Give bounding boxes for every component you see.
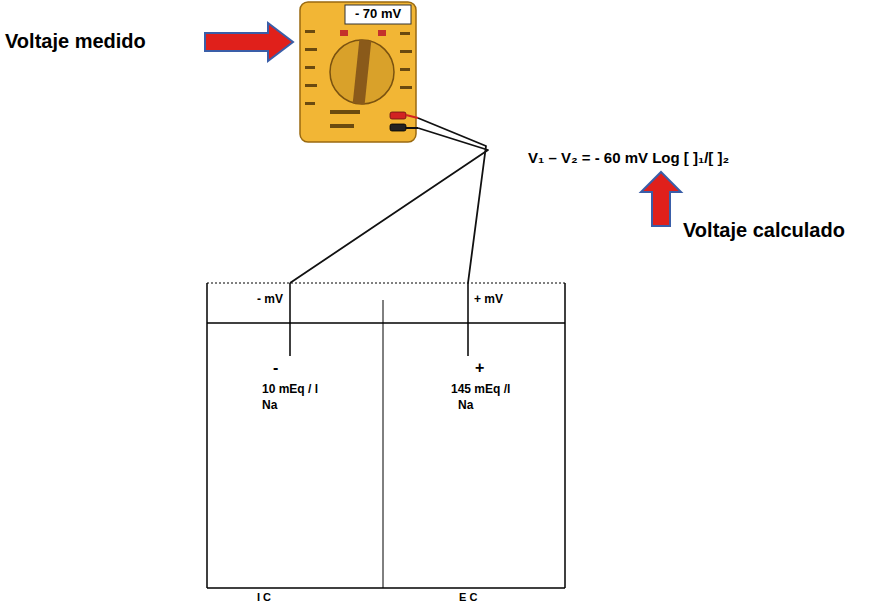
ion-name: Na <box>262 399 277 412</box>
electrode <box>467 283 469 356</box>
electrode <box>289 283 291 356</box>
charge-sign: - <box>273 359 278 377</box>
probe-wire <box>418 118 486 283</box>
ion-name: Na <box>458 399 473 412</box>
multimeter: - 70 mV <box>300 2 418 142</box>
display-reading: - 70 mV <box>345 7 411 21</box>
electrode-label: + mV <box>474 293 503 306</box>
compartment-label: I C <box>257 591 271 603</box>
concentration: 145 mEq /l <box>451 383 510 396</box>
probe-wire <box>290 128 488 283</box>
measured-voltage-label: Voltaje medido <box>5 30 146 52</box>
container <box>207 283 565 588</box>
charge-sign: + <box>475 359 484 377</box>
calculated-voltage-label: Voltaje calculado <box>683 219 845 241</box>
electrode-label: - mV <box>257 293 283 306</box>
concentration: 10 mEq / l <box>262 383 318 396</box>
multimeter <box>300 2 418 142</box>
pointer-arrow <box>205 23 293 61</box>
extracellular-compartment: + mV+145 mEq /lNaE C <box>383 283 565 588</box>
compartment-label: E C <box>459 591 477 603</box>
pointer-arrow <box>641 172 681 226</box>
intracellular-compartment: - mV-10 mEq / lNaI C <box>207 283 383 588</box>
nernst-formula: V₁ – V₂ = - 60 mV Log [ ]₁/[ ]₂ <box>528 150 729 167</box>
